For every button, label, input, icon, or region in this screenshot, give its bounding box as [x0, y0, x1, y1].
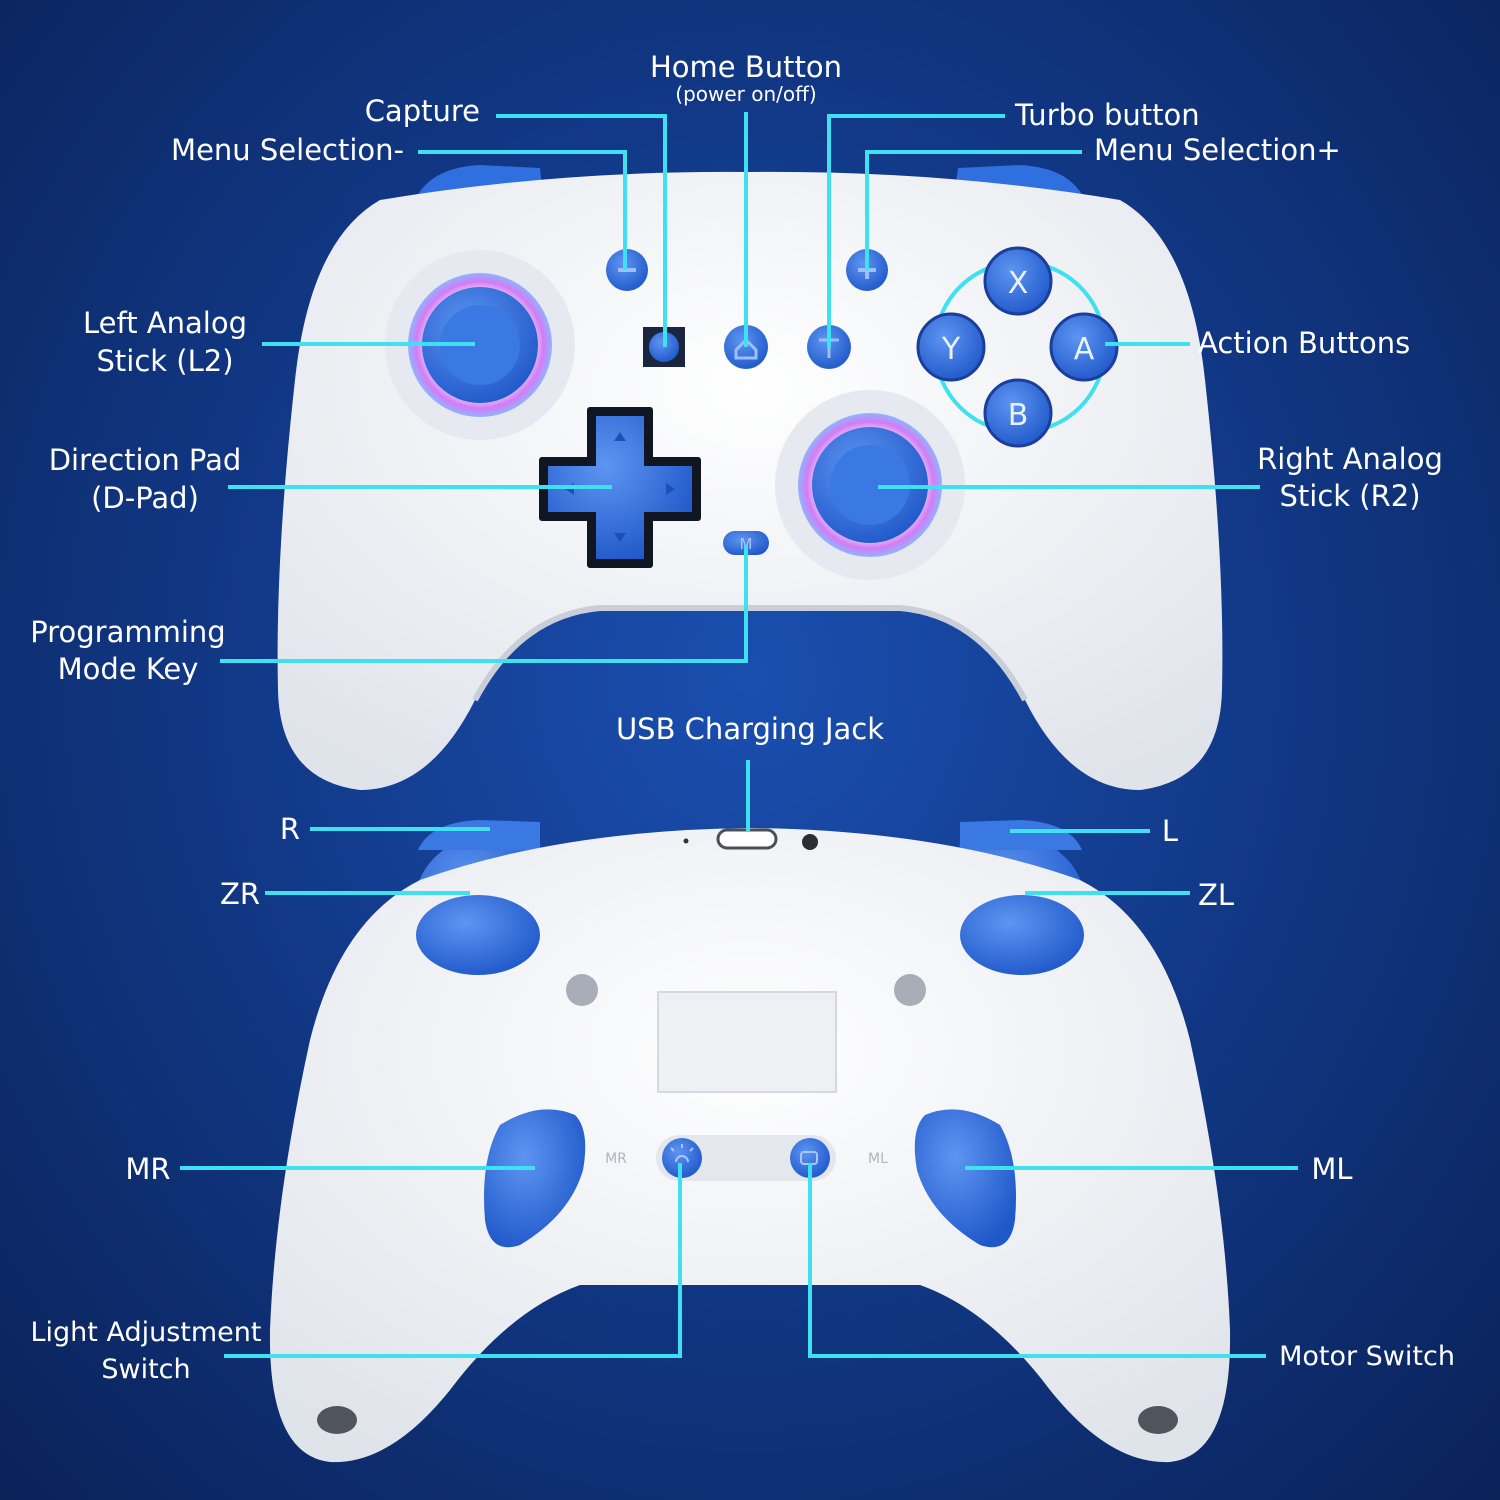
front-controller: M X Y A B: [277, 165, 1223, 790]
mr-embossed-mark: MR: [605, 1151, 627, 1167]
turbo-leader: [827, 114, 1005, 347]
right-stick-cap: [830, 445, 910, 525]
ml-embossed-mark: ML: [868, 1151, 888, 1167]
switch-recess: [656, 1135, 836, 1181]
front-shell-inner-shadow: [472, 605, 1028, 702]
r-bumper[interactable]: [418, 820, 540, 850]
programming-leader: [220, 545, 748, 663]
right-grip-hole: [1138, 1406, 1178, 1434]
light-leader: [224, 1163, 682, 1358]
direction-pad[interactable]: [548, 416, 692, 559]
leader-lines: [180, 112, 1298, 1358]
label-mr: MR: [125, 1152, 170, 1186]
menu-minus-leader: [418, 150, 627, 270]
label-zr: ZR: [220, 877, 260, 911]
label-right-stick-1: Right Analog: [1257, 442, 1443, 476]
dpad-right-arrow-icon: [666, 483, 675, 495]
dpad-down-arrow-icon: [614, 533, 626, 542]
label-home-button: Home Button: [650, 50, 842, 84]
zr-trigger-front: [416, 895, 540, 975]
light-bulb-icon: [670, 1144, 694, 1163]
label-menu-selection-plus: Menu Selection+: [1094, 133, 1341, 167]
label-programming-2: Mode Key: [58, 652, 199, 686]
b-button[interactable]: [983, 378, 1053, 448]
b-button-label: B: [1008, 398, 1029, 433]
capture-leader: [496, 114, 667, 347]
label-menu-selection-minus: Menu Selection-: [171, 133, 404, 167]
menu-plus-leader: [865, 150, 1082, 270]
l-bumper[interactable]: [960, 820, 1082, 850]
label-dpad-2: (D-Pad): [91, 481, 199, 515]
front-shell: [277, 171, 1223, 790]
m-key-label: M: [740, 535, 753, 553]
label-light-2: Switch: [101, 1354, 190, 1385]
left-screw-hole: [566, 974, 598, 1006]
label-r: R: [280, 812, 300, 846]
label-left-stick-2: Stick (L2): [96, 344, 233, 378]
programming-mode-key[interactable]: [723, 531, 769, 555]
label-usb-jack: USB Charging Jack: [616, 712, 884, 746]
label-dpad-1: Direction Pad: [49, 443, 242, 477]
ml-paddle[interactable]: [914, 1109, 1016, 1248]
left-grip-hole: [317, 1406, 357, 1434]
label-ml: ML: [1311, 1152, 1352, 1186]
y-button-label: Y: [941, 332, 961, 367]
label-home-button-sub: (power on/off): [675, 82, 816, 106]
back-label-panel: [657, 991, 837, 1093]
right-screw-hole: [894, 974, 926, 1006]
zl-trigger-front: [960, 895, 1084, 975]
dpad-up-arrow-icon: [614, 432, 626, 441]
back-controller: MR ML: [269, 820, 1231, 1463]
mr-paddle[interactable]: [484, 1109, 586, 1248]
a-button[interactable]: [1049, 312, 1119, 382]
motor-leader: [808, 1163, 1266, 1358]
x-button-label: X: [1008, 266, 1029, 301]
usb-charging-jack: [716, 828, 778, 850]
label-capture: Capture: [365, 94, 480, 128]
label-left-stick-1: Left Analog: [83, 306, 247, 340]
label-light-1: Light Adjustment: [31, 1317, 262, 1348]
audio-jack: [802, 834, 818, 850]
label-action-buttons: Action Buttons: [1198, 326, 1410, 360]
label-turbo-button: Turbo button: [1014, 98, 1200, 132]
left-stick-cap: [440, 305, 520, 385]
motor-switch[interactable]: [790, 1138, 830, 1178]
label-programming-1: Programming: [30, 615, 225, 649]
a-button-label: A: [1074, 332, 1095, 367]
label-motor-switch: Motor Switch: [1279, 1341, 1455, 1372]
x-button[interactable]: [983, 246, 1053, 316]
label-zl: ZL: [1198, 878, 1234, 912]
label-l: L: [1162, 814, 1178, 848]
callout-labels: Home Button (power on/off) Capture Menu …: [30, 50, 1455, 1385]
label-right-stick-2: Stick (R2): [1279, 479, 1420, 513]
y-button[interactable]: [916, 312, 986, 382]
indicator-hole: [683, 838, 689, 844]
